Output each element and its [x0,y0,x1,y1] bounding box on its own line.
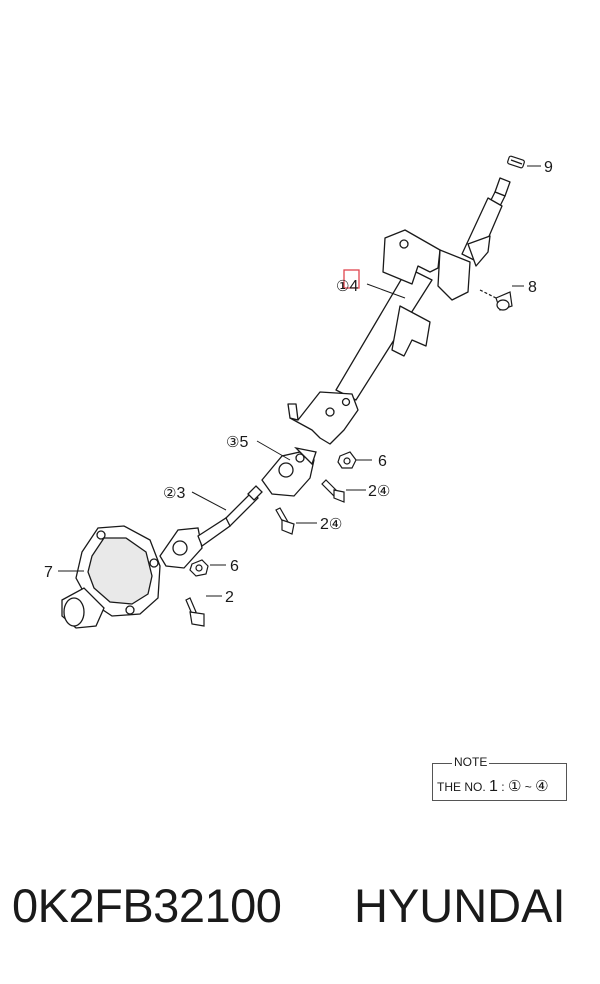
part-number: 0K2FB32100 [12,879,282,932]
part-4-steering-column-drawing [287,177,511,445]
callout-2: 2 [225,589,234,606]
callout-9: 9 [544,159,553,176]
note-text: THE NO. 1 : ① ~ ④ [437,777,549,796]
callout-3-5-num: 5 [239,434,248,451]
note-range-start: ① [507,777,522,795]
callout-7: 7 [44,564,53,581]
note-tilde: ~ [524,780,532,794]
callout-2-3-num: 3 [176,485,185,502]
callout-3-5-circ: ③ [226,433,239,451]
note-number: 1 [489,778,498,795]
brand-name: HYUNDAI [354,879,566,932]
part-8-bolt-drawing [479,289,513,311]
part-9-cap-drawing [507,155,525,169]
callout-1-4-circ: ① [336,277,349,295]
note-title: NOTE [452,755,490,769]
part-2-bolts-drawing [185,479,345,627]
highlight-box [343,269,360,289]
callout-2-4-lower-num: 2 [320,516,329,533]
callout-2-3: ②3 [163,484,185,502]
note-range-end: ④ [535,777,549,795]
callout-2-3-circ: ② [163,484,176,502]
part-6-nut-lower-drawing [189,559,209,577]
part-3-intermediate-shaft-drawing [159,485,263,569]
callout-2-4-lower-circ: ④ [329,515,342,533]
callout-3-5: ③5 [226,433,248,451]
note-colon: : [501,780,505,794]
part-6-nut-upper-drawing [337,451,357,469]
callout-8: 8 [528,279,537,296]
callout-2-4-lower: 2④ [320,515,342,533]
callout-6-upper: 6 [378,453,387,470]
callout-1-4: ①4 [336,277,358,295]
part-7-dust-cover-drawing [61,525,161,629]
callout-2-4-upper-num: 2 [368,483,377,500]
callout-1-4-num: 4 [349,278,358,295]
callout-2-4-upper: 2④ [368,482,390,500]
callout-2-4-upper-circ: ④ [377,482,390,500]
part-5-universal-joint-drawing [261,446,317,497]
callout-6-lower: 6 [230,558,239,575]
note-prefix: THE NO. [437,780,486,794]
note-box: NOTE THE NO. 1 : ① ~ ④ [432,755,567,801]
leader-lines [58,165,541,597]
